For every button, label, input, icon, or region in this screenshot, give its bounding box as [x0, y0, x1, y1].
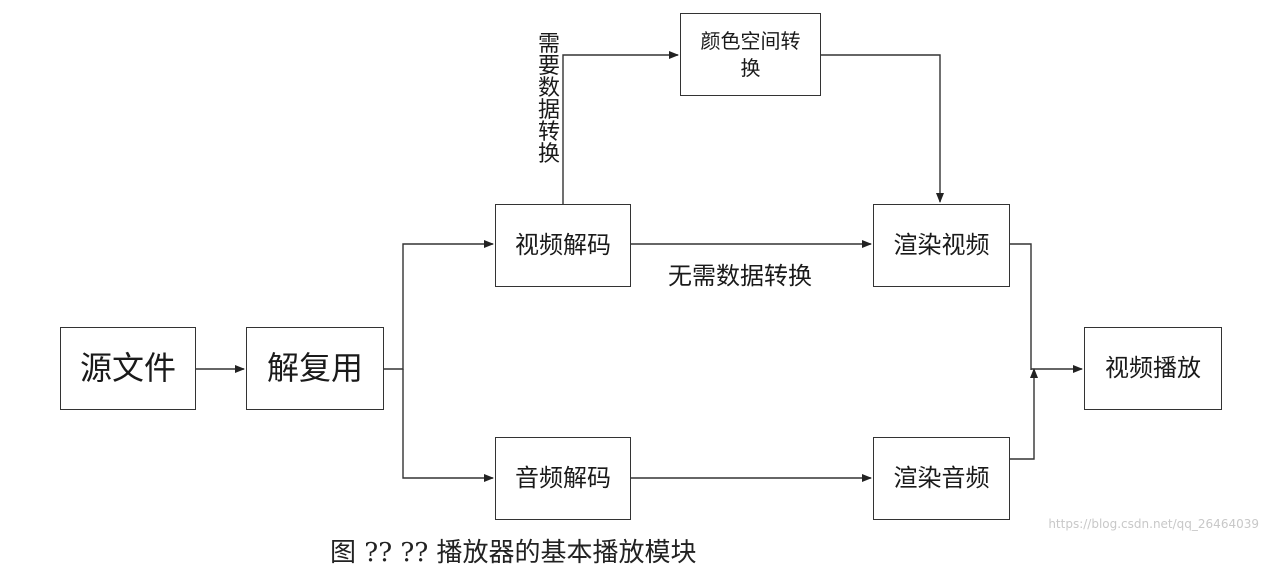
node-render-video: 渲染视频: [873, 204, 1010, 287]
node-render-audio: 渲染音频: [873, 437, 1010, 520]
node-source-file: 源文件: [60, 327, 196, 410]
node-render-video-label: 渲染视频: [893, 231, 990, 260]
line-render-video-to-merge: [1010, 243, 1032, 370]
node-video-play-label: 视频播放: [1105, 354, 1201, 383]
arrow-demux-to-video-decode: [384, 240, 494, 370]
edge-label-no-conversion: 无需数据转换: [668, 262, 812, 290]
node-render-audio-label: 渲染音频: [893, 464, 990, 493]
node-video-decode: 视频解码: [495, 204, 631, 287]
arrow-video-decode-to-color-space: [562, 51, 679, 204]
node-source-file-label: 源文件: [79, 348, 176, 387]
figure-caption: 图 ?? ?? 播放器的基本播放模块: [330, 538, 697, 568]
arrow-render-audio-to-merge: [1010, 368, 1038, 460]
node-demux: 解复用: [246, 327, 384, 410]
connector-lines: [196, 51, 1083, 482]
node-video-play: 视频播放: [1084, 327, 1222, 410]
edge-label-need-conversion: 需要数据转换: [537, 32, 560, 167]
node-video-decode-label: 视频解码: [515, 231, 611, 260]
node-color-space-conversion: 颜色空间转换: [680, 13, 821, 96]
node-audio-decode-label: 音频解码: [515, 464, 611, 493]
node-color-space-conversion-label: 颜色空间转换: [700, 28, 801, 80]
arrow-color-space-to-render-video: [821, 54, 944, 203]
watermark: https://blog.csdn.net/qq_26464039: [1048, 517, 1259, 531]
arrow-demux-to-audio-decode: [402, 369, 494, 482]
node-audio-decode: 音频解码: [495, 437, 631, 520]
node-demux-label: 解复用: [266, 348, 363, 387]
